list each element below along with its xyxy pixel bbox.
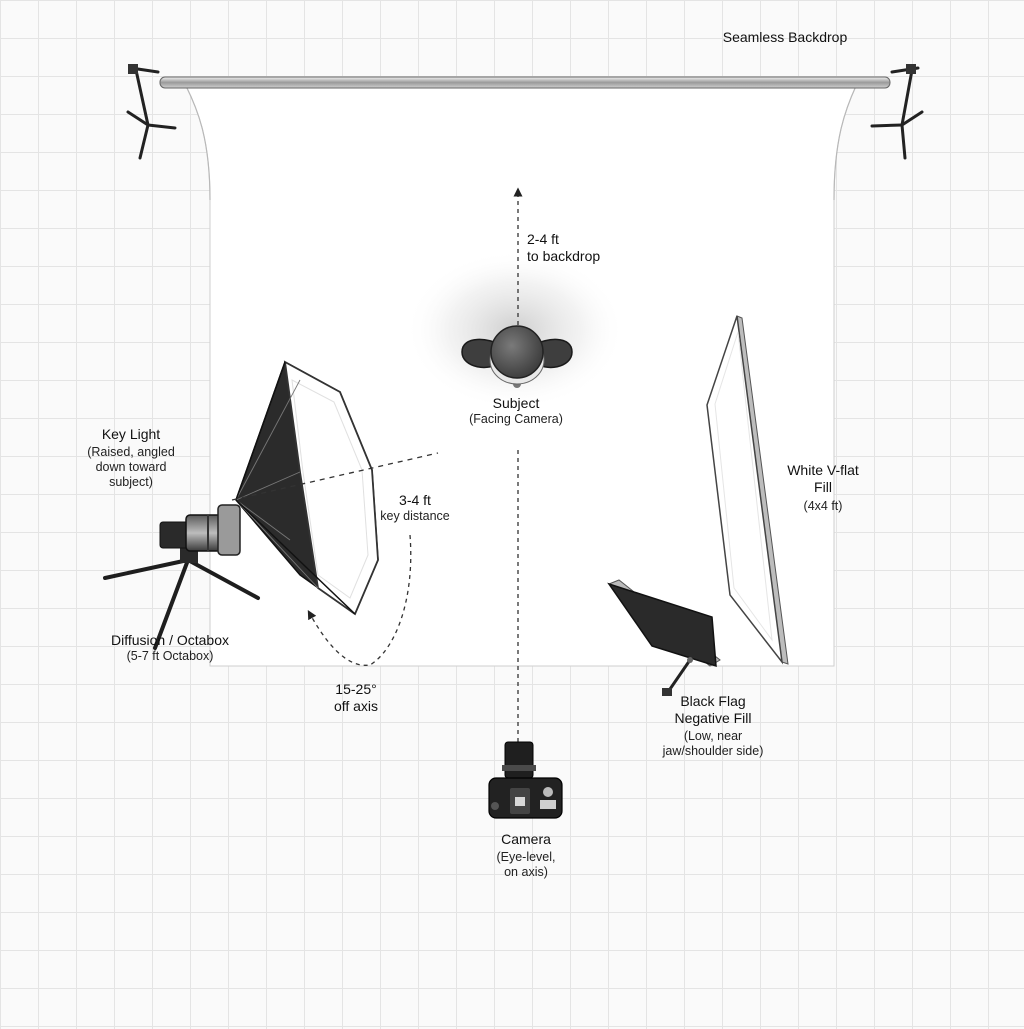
subject-title: Subject (492, 395, 540, 411)
backdrop-stand-right-icon (870, 64, 924, 160)
key-distance-value: 3-4 ft (399, 492, 431, 508)
subject-label: Subject (Facing Camera) (446, 395, 586, 427)
subject-subtitle: (Facing Camera) (469, 411, 563, 426)
backdrop-distance-value: 2-4 ft (527, 231, 559, 247)
backdrop-distance-note: to backdrop (527, 247, 601, 264)
vflat-subtitle: (4x4 ft) (803, 498, 843, 513)
diffusion-label: Diffusion / Octabox (5-7 ft Octabox) (90, 632, 250, 664)
camera-icon (488, 741, 563, 819)
flag-note-1: (Low, near (683, 728, 743, 743)
vflat-title-1: White V-flat (787, 462, 859, 478)
angle-note: off axis (333, 697, 379, 714)
subject-top-view-icon (461, 325, 573, 388)
key-light-title: Key Light (101, 426, 161, 442)
key-light-note-2: down toward (95, 459, 167, 474)
key-light-note-3: subject) (109, 474, 153, 489)
diffusion-title: Diffusion / Octabox (110, 632, 230, 648)
flag-title-1: Black Flag (680, 693, 746, 709)
camera-label: Camera (Eye-level, on axis) (474, 831, 578, 880)
key-light-label: Key Light (Raised, angled down toward su… (70, 426, 192, 490)
camera-note-2: on axis) (504, 864, 548, 879)
camera-note-1: (Eye-level, (496, 849, 556, 864)
angle-label: 15-25° off axis (316, 681, 396, 715)
backdrop-crossbar (159, 76, 891, 89)
vflat-title-2: Fill (814, 478, 832, 495)
v-flat-icon (706, 315, 789, 665)
black-flag-icon (607, 579, 721, 696)
diffusion-subtitle: (5-7 ft Octabox) (126, 648, 214, 663)
backdrop-distance-label: 2-4 ft to backdrop (527, 231, 600, 265)
angle-value: 15-25° (335, 681, 377, 697)
vflat-label: White V-flat Fill (4x4 ft) (768, 462, 878, 514)
off-axis-angle-arc (307, 534, 412, 666)
flag-title-2: Negative Fill (674, 709, 752, 726)
backdrop-label: Seamless Backdrop (722, 29, 848, 45)
key-distance-label: 3-4 ft key distance (365, 492, 465, 524)
light-head-icon (159, 504, 241, 556)
key-light-note-1: (Raised, angled (87, 444, 175, 459)
key-distance-note: key distance (380, 508, 450, 523)
backdrop-stand-left-icon (126, 64, 177, 160)
flag-label: Black Flag Negative Fill (Low, near jaw/… (648, 693, 778, 759)
flag-note-2: jaw/shoulder side) (662, 743, 764, 758)
octabox-icon (235, 360, 379, 616)
camera-title: Camera (501, 831, 551, 847)
